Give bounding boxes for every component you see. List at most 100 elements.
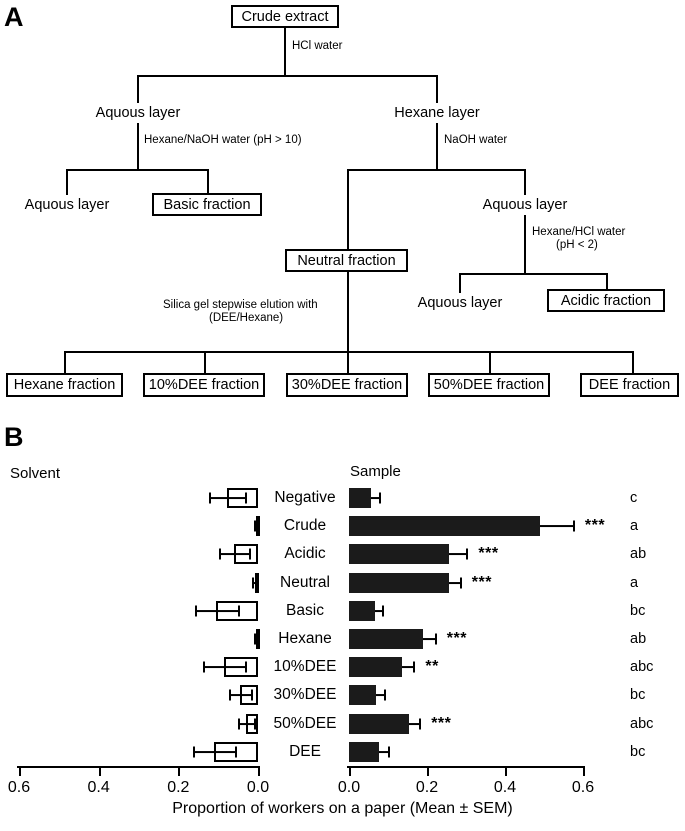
edge-to-aqueous-1	[137, 75, 139, 105]
solvent-error-cap	[254, 718, 257, 730]
significance-marker: ***	[431, 714, 452, 732]
left-axis-line	[17, 766, 260, 768]
sample-bar-dee[interactable]	[349, 741, 380, 762]
node-dee10-fraction[interactable]: 10%DEE fraction	[143, 373, 265, 397]
node-dee-fraction[interactable]: DEE fraction	[580, 373, 679, 397]
solvent-error-cap	[237, 605, 240, 617]
edge-hexane-down	[436, 122, 438, 170]
solvent-error-bar	[218, 553, 250, 556]
left-axis-tick-label: 0.4	[87, 779, 110, 796]
solvent-error-bar	[237, 722, 255, 725]
sample-error-cap	[382, 605, 385, 617]
sample-bar-crude[interactable]	[349, 516, 541, 537]
sample-bar-negative[interactable]	[349, 488, 372, 509]
solvent-error-cap	[254, 520, 257, 532]
right-axis-tick-label: 0.6	[571, 779, 595, 796]
chart-row: Neutral***a	[0, 569, 685, 597]
sample-error-cap	[384, 689, 387, 701]
panel-a-flowchart: Crude extract Aquous layer Hexane layer …	[0, 0, 685, 415]
category-label-dee: DEE	[289, 742, 321, 760]
sample-bar-10-dee[interactable]	[349, 657, 402, 678]
group-letter: ab	[630, 546, 647, 563]
group-letter: bc	[630, 602, 646, 619]
node-acidic-fraction[interactable]: Acidic fraction	[547, 289, 665, 312]
sample-error-bar	[401, 666, 414, 669]
sample-bar-30-dee[interactable]	[349, 685, 376, 706]
node-aqueous-layer-1: Aquous layer	[73, 103, 203, 123]
sample-bar-basic[interactable]	[349, 600, 376, 621]
right-axis-tick-label: 0.2	[415, 779, 439, 796]
sample-error-bar	[371, 497, 380, 500]
chart-row: 10%DEE ** abc	[0, 653, 685, 681]
group-letter: bc	[630, 687, 646, 704]
node-aqueous-layer-4: Aquous layer	[396, 293, 524, 313]
node-dee50-fraction[interactable]: 50%DEE fraction	[428, 373, 550, 397]
solvent-error-cap	[253, 633, 256, 645]
left-axis-tick-label: 0.6	[7, 779, 31, 796]
left-axis-tick-label: 0.0	[246, 779, 270, 796]
solvent-error-cap	[244, 492, 247, 504]
solvent-error-cap	[237, 718, 240, 730]
node-neutral-fraction[interactable]: Neutral fraction	[285, 249, 408, 272]
edge-split-3	[347, 169, 525, 171]
edge-label-hcl-water: HCl water	[292, 40, 343, 53]
category-label-10-dee: 10%DEE	[273, 658, 337, 676]
sample-error-bar	[448, 581, 460, 584]
group-letter: c	[630, 490, 638, 507]
left-axis-tick	[19, 768, 21, 776]
sample-error-cap	[413, 661, 416, 673]
edge-neutral-down	[347, 272, 349, 370]
significance-marker: ***	[446, 630, 467, 648]
category-label-50-dee: 50%DEE	[273, 714, 337, 732]
sample-error-cap	[434, 633, 437, 645]
edge-label-silica-gel-line2: (DEE/Hexane)	[209, 312, 284, 325]
category-label-negative: Negative	[274, 489, 336, 507]
sample-error-cap	[379, 492, 381, 504]
edge-to-dee30-fraction	[347, 351, 349, 373]
solvent-error-cap	[252, 577, 254, 589]
node-aqueous-layer-2: Aquous layer	[3, 195, 131, 215]
right-axis-tick-label: 0.0	[337, 779, 361, 796]
solvent-error-bar	[252, 581, 258, 584]
edge-label-hexane-naoh-water: Hexane/NaOH water (pH > 10)	[144, 134, 302, 147]
sample-bar-hexane[interactable]	[349, 629, 424, 650]
solvent-error-cap	[257, 520, 260, 532]
solvent-error-bar	[209, 497, 245, 500]
sample-error-cap	[466, 548, 469, 560]
edge-aqueous1-down	[137, 122, 139, 170]
solvent-error-cap	[257, 633, 260, 645]
sample-error-bar	[423, 638, 435, 641]
chart-row: Crude***a	[0, 512, 685, 540]
sample-bar-50-dee[interactable]	[349, 713, 410, 734]
edge-to-dee50-fraction	[489, 351, 491, 373]
node-basic-fraction[interactable]: Basic fraction	[152, 193, 262, 216]
left-axis-tick	[178, 768, 181, 776]
solvent-column-header: Solvent	[10, 465, 61, 482]
right-axis-tick-label: 0.4	[493, 779, 517, 796]
sample-error-cap	[419, 718, 422, 730]
category-label-30-dee: 30%DEE	[273, 686, 337, 704]
solvent-error-cap	[245, 661, 248, 673]
sample-bar-acidic[interactable]	[349, 544, 449, 565]
node-hexane-layer: Hexane layer	[373, 103, 501, 123]
node-aqueous-layer-3: Aquous layer	[461, 195, 589, 215]
chart-row: 50%DEE***abc	[0, 710, 685, 738]
right-axis-tick	[427, 768, 429, 776]
edge-split-2	[66, 169, 208, 171]
node-hexane-fraction[interactable]: Hexane fraction	[6, 373, 123, 397]
node-dee30-fraction[interactable]: 30%DEE fraction	[286, 373, 408, 397]
group-letter: abc	[630, 659, 654, 676]
significance-marker: **	[425, 658, 439, 676]
solvent-error-cap	[193, 746, 195, 758]
edge-to-aqueous-3	[524, 169, 526, 195]
sample-bar-neutral[interactable]	[349, 572, 449, 593]
solvent-error-bar	[203, 666, 246, 669]
edge-label-hexane-hcl-water-line2: (pH < 2)	[556, 239, 598, 252]
node-crude-extract[interactable]: Crude extract	[231, 5, 339, 28]
group-letter: bc	[630, 743, 646, 760]
solvent-error-cap	[228, 689, 231, 701]
edge-to-dee10-fraction	[204, 351, 206, 373]
solvent-error-cap	[209, 492, 211, 504]
solvent-error-bar	[193, 750, 236, 753]
